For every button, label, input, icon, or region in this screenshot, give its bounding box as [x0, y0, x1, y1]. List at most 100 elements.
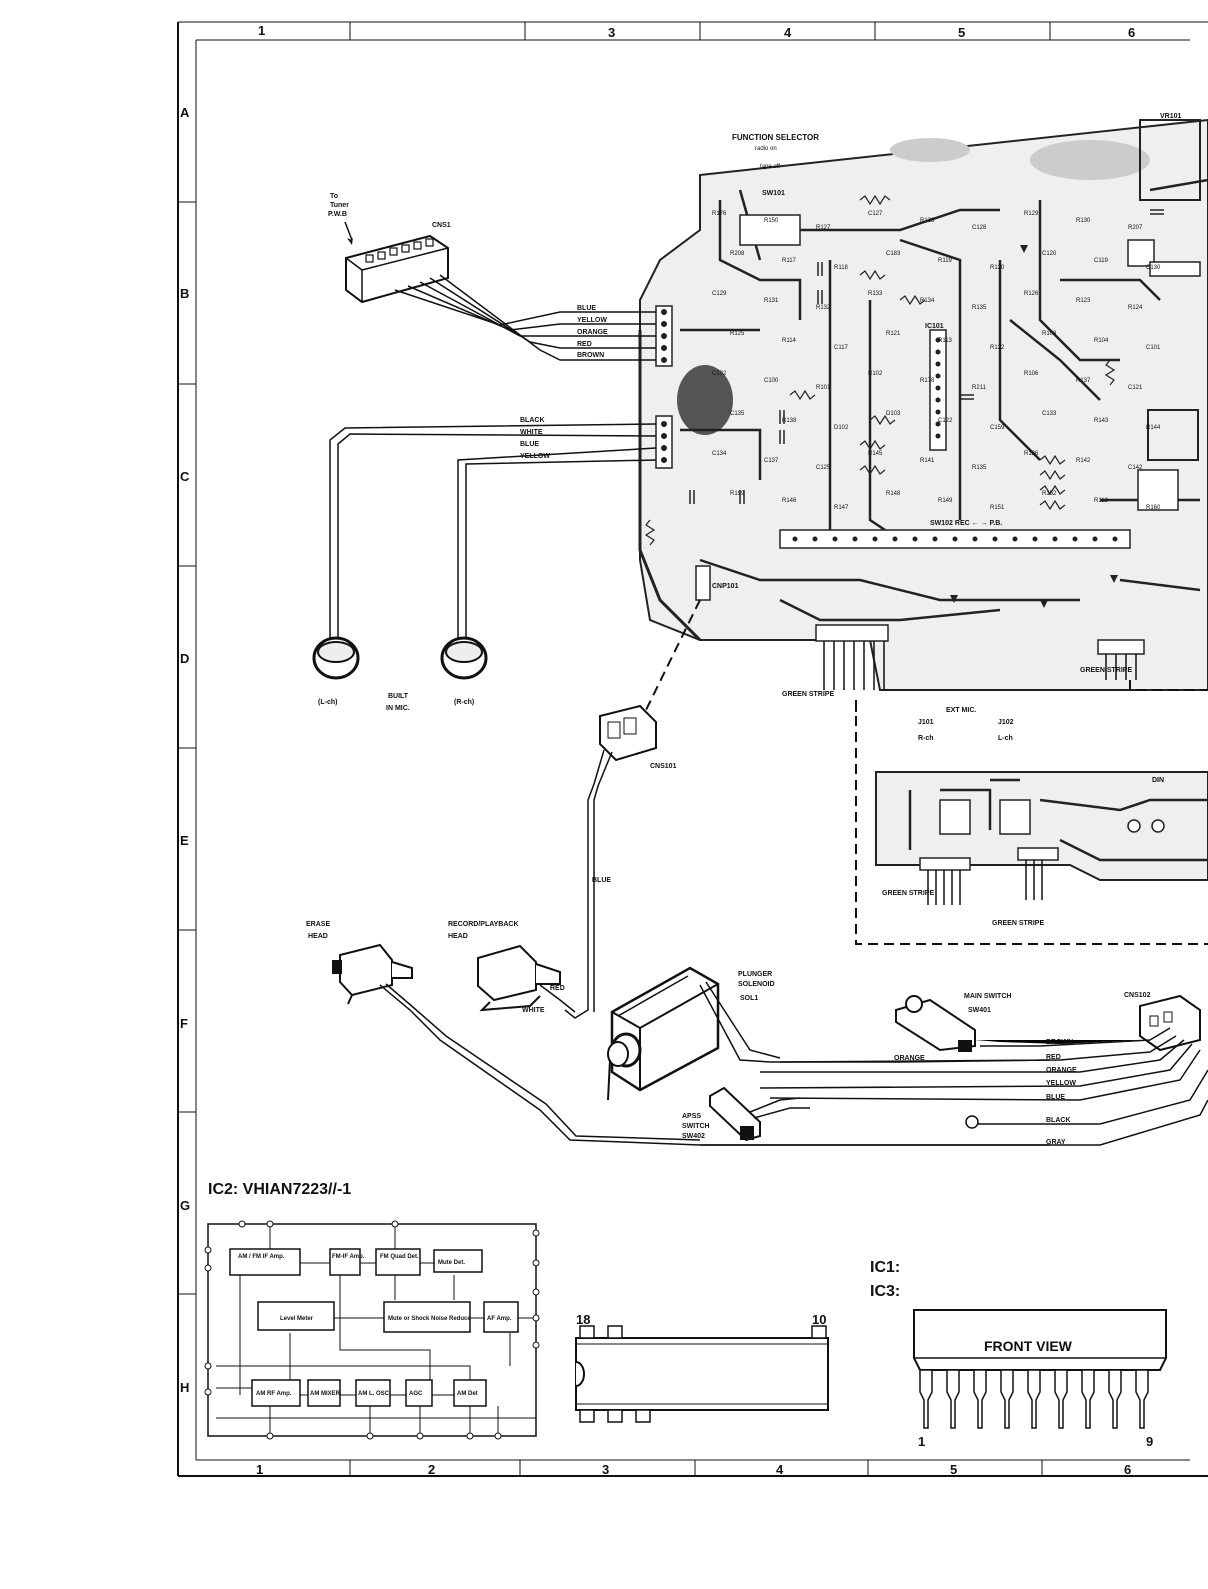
rec-pb-head-label: HEAD	[448, 933, 468, 940]
component-designator: R117	[782, 258, 797, 264]
row-label: B	[180, 286, 189, 301]
component-designator: R137	[1076, 378, 1091, 384]
component-designator: C127	[868, 211, 883, 217]
ic2-block-diagram: IC2: VHIAN7223//-1 AM / FM IF Amp.	[204, 1181, 540, 1440]
sip-pin	[1135, 1369, 1149, 1429]
sip-pin	[1054, 1369, 1068, 1429]
wire-color: ORANGE	[1046, 1067, 1077, 1074]
component-designator: R131	[764, 298, 779, 304]
wire-color: RED	[1046, 1054, 1061, 1061]
ic1-ic3-sip-package: IC1: IC3: FRONT VIEW 1 9	[870, 1259, 1167, 1449]
component-designator: R207	[1128, 225, 1143, 231]
component-designator: R145	[868, 451, 883, 457]
component-designator: R134	[920, 298, 935, 304]
ic2-block	[375, 1248, 421, 1276]
component-designator: R176	[712, 211, 727, 217]
ic2-block	[251, 1379, 301, 1407]
ic2-block	[355, 1379, 391, 1407]
component-designator: R133	[868, 291, 883, 297]
ext-mic-label: EXT MIC.	[946, 707, 976, 714]
component-designator: R118	[834, 265, 849, 271]
main-pwb	[638, 118, 1208, 691]
ic2-block-label: AM Det	[457, 1391, 478, 1397]
component-designator: R121	[886, 331, 901, 337]
col-label-top: 1	[258, 23, 265, 38]
sip-pin	[1000, 1369, 1014, 1429]
sip-pin	[946, 1369, 960, 1429]
l-ch-label: (L-ch)	[318, 699, 337, 706]
sw401-label: SW401	[968, 1007, 991, 1014]
row-label: C	[180, 469, 190, 484]
component-designator: R142	[1076, 458, 1091, 464]
rec-pb-head-label: RECORD/PLAYBACK	[448, 921, 519, 928]
component-designator: R114	[782, 338, 797, 344]
component-designator: R130	[1076, 218, 1091, 224]
component-designator: R101	[816, 385, 831, 391]
wire-color: ORANGE	[577, 329, 608, 336]
wire-color: WHITE	[520, 429, 543, 436]
grid-labels: 1 3 4 5 6 1 2 3 4 5 6 A B C D E F G H	[180, 23, 1135, 1477]
ic2-block-label: AF Amp.	[487, 1316, 512, 1322]
pin-label: 1	[918, 1434, 925, 1449]
component-designator: C137	[764, 458, 779, 464]
component-designator: C100	[764, 378, 779, 384]
wire-color: ORANGE	[894, 1055, 925, 1062]
erase-head-label: ERASE	[306, 921, 330, 928]
wire-color: YELLOW	[520, 453, 550, 460]
wire-color: WHITE	[522, 1007, 545, 1014]
component-designator: R119	[938, 258, 953, 264]
wire-color: GRAY	[1046, 1139, 1066, 1146]
component-designator: R178	[920, 378, 935, 384]
apss-switch-sw402: APSS SWITCH SW402	[682, 1086, 979, 1142]
component-designator: R127	[816, 225, 831, 231]
component-designator: C130	[1146, 265, 1161, 271]
col-label-top: 3	[608, 25, 615, 40]
sw102-label: SW102 REC ← → P.B.	[930, 520, 1002, 527]
j101-ch-label: R-ch	[918, 735, 934, 742]
component-designator: R113	[938, 338, 953, 344]
ext-mic-board: EXT MIC. J101 R-ch J102 L-ch DIN GREEN S…	[855, 680, 1208, 945]
col-label-bottom: 6	[1124, 1462, 1131, 1477]
component-designator: R125	[730, 331, 745, 337]
r-ch-label: (R-ch)	[454, 699, 474, 706]
bottom-harness	[700, 1027, 1208, 1146]
component-designator: R152	[1042, 491, 1057, 497]
wire-color: BLUE	[577, 305, 596, 312]
ic3-label: IC3:	[870, 1283, 900, 1300]
component-designator: R208	[730, 251, 745, 257]
component-designator: R103	[1042, 331, 1057, 337]
sip-pin	[1108, 1369, 1122, 1429]
cns1-label: CNS1	[432, 222, 451, 229]
component-designator: C128	[972, 225, 987, 231]
component-designator: R102	[868, 371, 883, 377]
cns101-connector: CNS101 BLUE	[564, 599, 701, 1019]
sw101-label: SW101	[762, 190, 785, 197]
cnp101-connector	[695, 565, 711, 601]
ic2-block	[257, 1301, 335, 1331]
vr101-label: VR101	[1160, 113, 1182, 120]
component-designators: R176R150R127C127R128C128R129R130R207R208…	[712, 211, 1161, 511]
col-label-top: 5	[958, 25, 965, 40]
component-designator: C159	[990, 425, 1005, 431]
ic2-block-label: FM Quad Det.	[380, 1254, 419, 1260]
component-designator: R120	[990, 265, 1005, 271]
j102-label: J102	[998, 719, 1014, 726]
component-designator: C122	[938, 418, 953, 424]
ic2-block	[383, 1301, 471, 1333]
col-label-top: 6	[1128, 25, 1135, 40]
ic2-block-label: AM / FM IF Amp.	[238, 1254, 285, 1260]
ic2-block	[329, 1248, 361, 1276]
component-designator: R143	[1094, 418, 1109, 424]
component-designator: R199	[730, 491, 745, 497]
ic2-dip-package: 18 10	[575, 1312, 829, 1423]
col-label-bottom: 3	[602, 1462, 609, 1477]
wire-color: BROWN	[1046, 1039, 1073, 1046]
col-label-bottom: 2	[428, 1462, 435, 1477]
pwb-bottom-connector	[815, 624, 889, 642]
component-designator: R129	[1024, 211, 1039, 217]
component-designator: R146	[782, 498, 797, 504]
component-designator: R126	[1024, 291, 1039, 297]
component-designator: C101	[1146, 345, 1161, 351]
din-pin	[1151, 819, 1165, 833]
pwb-connector-mic	[655, 415, 673, 469]
